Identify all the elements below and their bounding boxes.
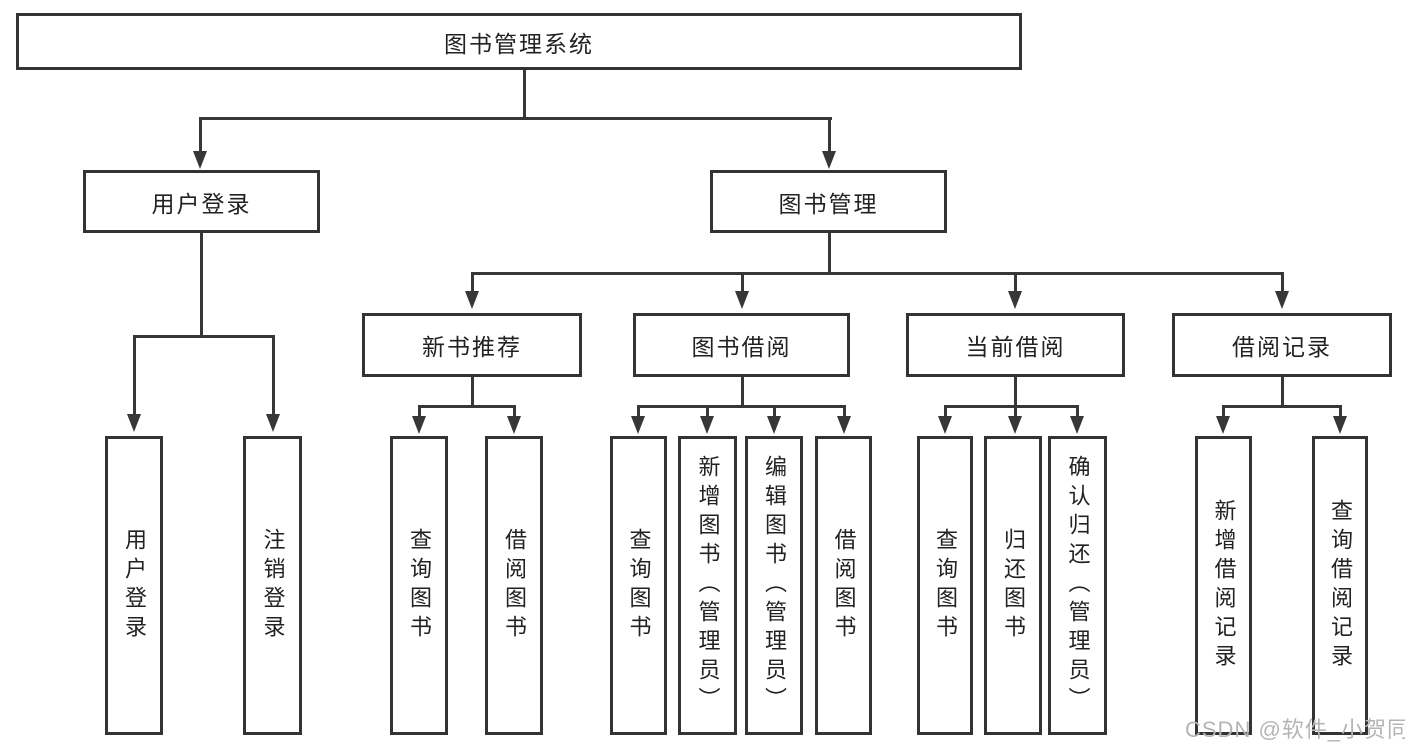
connector-hbar — [944, 405, 1078, 408]
leaf-query-books-3: 查询图书 — [917, 436, 973, 735]
leaf-query-books-2-label: 查询图书 — [626, 527, 652, 644]
connector-stem — [1281, 377, 1284, 407]
connector-drop — [133, 335, 136, 416]
leaf-query-books-1: 查询图书 — [390, 436, 448, 735]
arrow-down-icon — [465, 291, 479, 309]
leaf-confirm-return-admin-label: 确认归还︵管理员︶ — [1065, 455, 1091, 716]
leaf-confirm-return-admin: 确认归还︵管理员︶ — [1048, 436, 1107, 735]
connector-hbar — [1222, 405, 1341, 408]
node-borrow-records: 借阅记录 — [1172, 313, 1392, 377]
node-root: 图书管理系统 — [16, 13, 1022, 70]
leaf-query-borrow-record-label: 查询借阅记录 — [1328, 498, 1353, 673]
connector-drop — [471, 272, 474, 293]
leaf-borrow-books-2-label: 借阅图书 — [831, 527, 857, 644]
arrow-down-icon — [631, 416, 645, 434]
connector-hbar — [471, 272, 1284, 275]
connector-stem — [471, 377, 474, 407]
connector-drop — [1339, 405, 1342, 418]
arrow-down-icon — [127, 414, 141, 432]
leaf-add-borrow-record: 新增借阅记录 — [1195, 436, 1252, 735]
connector-drop — [741, 272, 744, 293]
leaf-borrow-books-1: 借阅图书 — [485, 436, 543, 735]
connector-drop — [199, 117, 202, 153]
connector-drop — [513, 405, 516, 418]
connector-drop — [1222, 405, 1225, 418]
connector-root-stem — [523, 70, 526, 119]
connector-drop — [706, 405, 709, 418]
arrow-down-icon — [1070, 416, 1084, 434]
leaf-user-login-label: 用户登录 — [122, 527, 147, 644]
leaf-logout: 注销登录 — [243, 436, 302, 735]
connector-drop — [272, 335, 275, 416]
arrow-down-icon — [837, 416, 851, 434]
connector-drop — [418, 405, 421, 418]
arrow-down-icon — [1333, 416, 1347, 434]
connector-drop — [637, 405, 640, 418]
connector-drop — [1076, 405, 1079, 418]
leaf-borrow-books-1-label: 借阅图书 — [502, 527, 527, 644]
arrow-down-icon — [266, 414, 280, 432]
arrow-down-icon — [193, 151, 207, 169]
leaf-query-books-2: 查询图书 — [610, 436, 667, 735]
arrow-down-icon — [822, 151, 836, 169]
connector-stem — [741, 377, 744, 407]
connector-drop — [828, 117, 831, 153]
connector-hbar — [133, 335, 275, 338]
node-new-book-recommend: 新书推荐 — [362, 313, 582, 377]
connector-drop — [1014, 272, 1017, 293]
leaf-query-books-3-label: 查询图书 — [933, 527, 958, 644]
arrow-down-icon — [1008, 291, 1022, 309]
connector-stem — [1014, 377, 1017, 418]
leaf-add-book-admin: 新增图书︵管理员︶ — [678, 436, 737, 735]
connector-drop — [944, 405, 947, 418]
arrow-down-icon — [700, 416, 714, 434]
arrow-down-icon — [767, 416, 781, 434]
connector-drop — [773, 405, 776, 418]
csdn-watermark: CSDN @软件_小贺同学 — [1185, 717, 1405, 742]
node-root-label: 图书管理系统 — [444, 30, 594, 57]
connector-drop — [1281, 272, 1284, 293]
arrow-down-icon — [1216, 416, 1230, 434]
node-book-borrow: 图书借阅 — [633, 313, 850, 377]
connector-stem — [828, 233, 831, 274]
arrow-down-icon — [1008, 416, 1022, 434]
node-user-login-label: 用户登录 — [151, 190, 252, 217]
node-book-management-label: 图书管理 — [778, 190, 879, 217]
connector-root-hbar — [199, 117, 832, 120]
connector-drop — [843, 405, 846, 418]
leaf-add-borrow-record-label: 新增借阅记录 — [1211, 498, 1237, 673]
node-book-management: 图书管理 — [710, 170, 947, 233]
arrow-down-icon — [412, 416, 426, 434]
node-current-borrow-label: 当前借阅 — [965, 334, 1066, 360]
leaf-borrow-books-2: 借阅图书 — [815, 436, 872, 735]
arrow-down-icon — [1275, 291, 1289, 309]
arrow-down-icon — [735, 291, 749, 309]
leaf-return-book: 归还图书 — [984, 436, 1042, 735]
leaf-edit-book-admin-label: 编辑图书︵管理员︶ — [762, 455, 787, 716]
arrow-down-icon — [507, 416, 521, 434]
leaf-logout-label: 注销登录 — [260, 527, 286, 644]
node-borrow-records-label: 借阅记录 — [1232, 334, 1332, 360]
leaf-edit-book-admin: 编辑图书︵管理员︶ — [745, 436, 803, 735]
node-new-book-recommend-label: 新书推荐 — [422, 334, 522, 360]
connector-stem — [200, 233, 203, 337]
leaf-user-login: 用户登录 — [105, 436, 163, 735]
connector-hbar — [637, 405, 845, 408]
connector-hbar — [418, 405, 516, 408]
leaf-return-book-label: 归还图书 — [1001, 527, 1026, 644]
arrow-down-icon — [938, 416, 952, 434]
leaf-query-borrow-record: 查询借阅记录 — [1312, 436, 1368, 735]
node-user-login: 用户登录 — [83, 170, 320, 233]
leaf-query-books-1-label: 查询图书 — [407, 527, 432, 644]
node-book-borrow-label: 图书借阅 — [691, 334, 792, 360]
leaf-add-book-admin-label: 新增图书︵管理员︶ — [695, 455, 721, 716]
node-current-borrow: 当前借阅 — [906, 313, 1125, 377]
